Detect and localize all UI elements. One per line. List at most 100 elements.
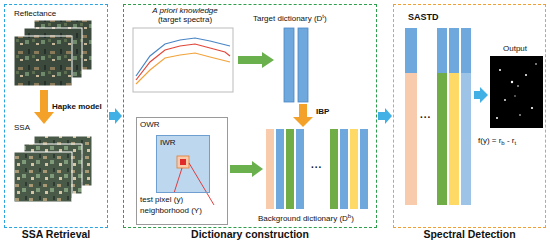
green-arrow-part — [238, 56, 262, 64]
label: A priori knowledge — [152, 6, 218, 16]
target-dictionary-part — [284, 28, 294, 102]
sastd-dictionary — [405, 28, 471, 205]
label: ... — [420, 110, 431, 121]
window-box: IWR — [156, 135, 210, 193]
label: Target dictionary (Dt) — [253, 13, 327, 24]
green-arrow-part — [252, 161, 263, 177]
label: Background dictionary (Db) — [258, 213, 354, 224]
label: SSA — [14, 123, 30, 133]
background-dictionary-part — [286, 129, 294, 209]
text-label: ... — [420, 109, 431, 120]
superscript: t — [322, 13, 324, 19]
text-label: Background dictionary (D — [258, 214, 348, 223]
text-label: Reflectance — [14, 9, 56, 18]
subscript: b — [501, 140, 504, 146]
output-image-part — [511, 81, 513, 83]
output-image-part — [531, 107, 533, 109]
hapke-arrow — [34, 90, 54, 124]
text-label: SSA — [14, 123, 30, 132]
window-illustration-part — [177, 156, 189, 168]
stage-panel: SSA Retrieval — [4, 4, 108, 228]
sastd-dictionary-part — [437, 73, 447, 205]
sastd-dictionary-part — [449, 73, 459, 205]
blue-arrow-part — [480, 87, 488, 103]
text-label: IBP — [316, 107, 329, 116]
window-illustration-part — [180, 159, 186, 165]
output-image-part — [535, 63, 537, 65]
text-label: Output — [503, 44, 527, 53]
output-image-part — [517, 85, 519, 87]
green-arrow — [230, 161, 263, 177]
spectra-chart-part — [136, 38, 230, 76]
window-illustration — [157, 136, 214, 205]
output-image-part — [525, 74, 527, 76]
text-label: (target spectra) — [158, 15, 212, 24]
panel-title: Spectral Detection — [394, 228, 545, 241]
text-label: ) — [324, 14, 327, 23]
ssa-stack-part — [14, 152, 72, 202]
output-image-part — [514, 95, 515, 96]
sastd-dictionary-part — [461, 73, 471, 205]
label: ... — [311, 160, 322, 171]
label: SASTD — [408, 12, 439, 23]
text-label: neighborhood (Y) — [140, 206, 202, 215]
ibp-arrow-part — [293, 117, 313, 127]
label: IBP — [316, 107, 329, 117]
label: Output — [503, 44, 527, 54]
hapke-arrow-part — [40, 90, 48, 112]
green-arrow — [238, 52, 274, 68]
stage-arrow — [378, 108, 392, 124]
text-label: ) — [351, 214, 354, 223]
ibp-arrow — [293, 104, 313, 127]
background-dictionary-part — [330, 129, 338, 209]
hapke-arrow-part — [34, 112, 54, 124]
sastd-dictionary-part — [437, 28, 447, 73]
ssa-stack — [14, 136, 92, 202]
stage-panel: Spectral Detection — [393, 4, 546, 228]
text-label: Hapke model — [52, 102, 102, 111]
output-image-part — [496, 117, 498, 119]
reflectance-stack-part — [14, 36, 72, 86]
label: Hapke model — [52, 102, 102, 112]
blue-arrow — [474, 87, 488, 103]
window-illustration-part — [189, 163, 214, 205]
window-illustration-part — [174, 168, 182, 193]
background-dictionary — [266, 129, 368, 209]
arrow-shaft — [378, 112, 385, 120]
sastd-dictionary-part — [405, 73, 417, 205]
panel-title: SSA Retrieval — [5, 228, 107, 241]
text-label: A priori knowledge — [152, 6, 218, 15]
green-arrow-part — [230, 165, 252, 173]
output-image-part — [499, 69, 501, 71]
box-label: OWR — [137, 118, 227, 130]
label: Reflectance — [14, 9, 56, 19]
target-dictionary-part — [298, 28, 308, 102]
green-arrow-part — [262, 52, 274, 68]
background-dictionary-part — [340, 129, 348, 209]
target-dictionary — [284, 28, 308, 102]
reflectance-stack — [14, 20, 92, 86]
spectra-chart-part — [136, 44, 230, 80]
spectra-chart — [133, 28, 233, 92]
arrow-shaft — [109, 112, 115, 120]
text-label: ... — [311, 159, 322, 170]
text-label: Target dictionary (D — [253, 14, 322, 23]
superscript: b — [348, 213, 351, 219]
background-dictionary-part — [266, 129, 274, 209]
label: (target spectra) — [158, 15, 212, 25]
label: f(y) = rb - rt — [478, 136, 516, 146]
output-image-part — [519, 114, 521, 116]
label: neighborhood (Y) — [140, 206, 202, 216]
stage-panel: Dictionary constructionOWRIWR — [123, 4, 377, 228]
output-image-part — [490, 56, 543, 128]
arrow-head — [385, 108, 392, 124]
panel-title: Dictionary construction — [124, 228, 376, 241]
background-dictionary-part — [350, 129, 358, 209]
subscript: t — [514, 140, 516, 146]
text-label: test pixel (y) — [140, 195, 183, 204]
output-image-part — [504, 99, 506, 101]
output-image — [490, 56, 543, 128]
